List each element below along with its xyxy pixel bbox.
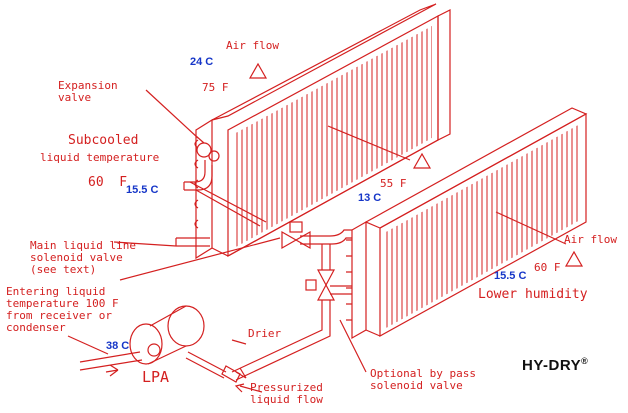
brand-name: HY-DRY — [522, 357, 582, 374]
air-flow-mid-icon — [412, 152, 432, 169]
mid-temp-celsius: 13 C — [358, 192, 382, 204]
piping — [79, 160, 352, 381]
hy-dry-logo: HY-DRY® — [522, 356, 588, 374]
entering-liquid-label: Entering liquid temperature 100 F from r… — [6, 285, 119, 334]
registered-mark: ® — [581, 356, 589, 366]
subcooled-temp-fahrenheit: 60 F — [88, 175, 128, 190]
drier — [221, 365, 241, 383]
optional-bypass-label: Optional by pass solenoid valve — [370, 367, 476, 392]
air-flow-right-label: Air flow — [564, 233, 617, 246]
main-liquid-line-label: Main liquid line solenoid valve (see tex… — [30, 239, 136, 276]
flow-arrows — [67, 89, 567, 393]
mid-temp-fahrenheit: 55 F — [380, 177, 407, 190]
expansion-valve — [195, 135, 220, 162]
lower-humidity-label: Lower humidity — [478, 287, 588, 302]
bypass-solenoid-valve — [305, 269, 335, 301]
lpa-label: LPA — [142, 368, 170, 386]
top-temp-celsius: 24 C — [190, 56, 214, 68]
subcooled-label: Subcooled — [68, 133, 139, 148]
upper-coil — [194, 3, 451, 260]
right-temp-fahrenheit: 60 F — [534, 261, 561, 274]
subcooled-temp-celsius: 15.5 C — [126, 184, 159, 196]
lpa-pump — [129, 305, 205, 365]
right-temp-celsius: 15.5 C — [494, 270, 527, 282]
pressurized-flow-label: Pressurized liquid flow — [250, 381, 323, 406]
lower-coil — [346, 107, 588, 340]
expansion-valve-label: Expansion valve — [58, 79, 118, 104]
main-solenoid-valve — [281, 221, 311, 250]
air-flow-right-icon — [564, 250, 584, 267]
liquid-temperature-label: liquid temperature — [40, 151, 160, 164]
drier-label: Drier — [248, 327, 282, 340]
air-flow-top-icon — [248, 62, 268, 79]
entering-temp-celsius: 38 C — [106, 340, 130, 352]
air-flow-top-label: Air flow — [226, 39, 279, 52]
top-temp-fahrenheit: 75 F — [202, 81, 229, 94]
